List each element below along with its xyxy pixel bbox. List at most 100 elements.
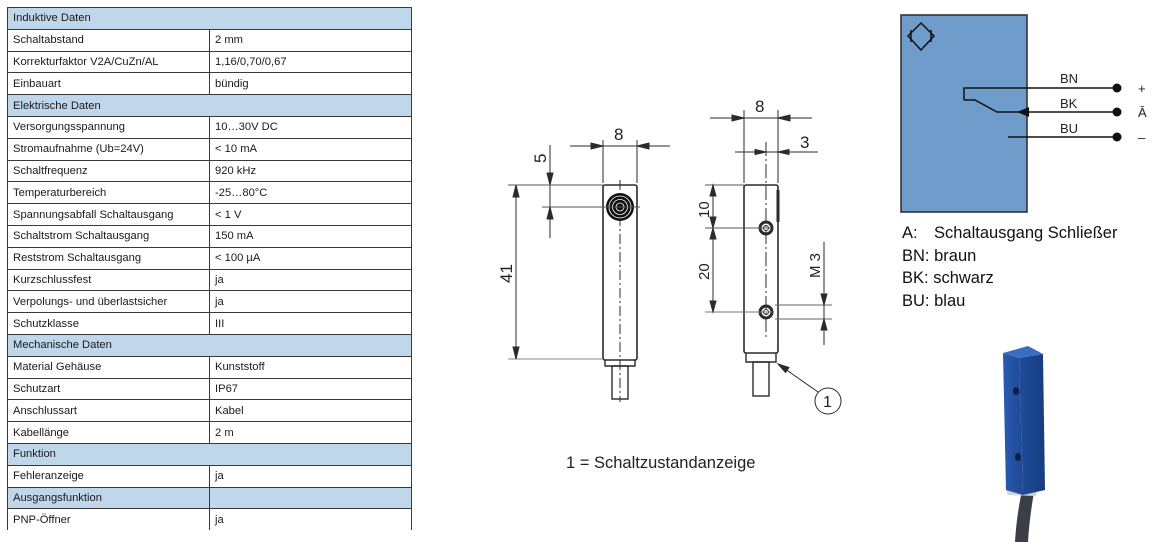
- section-header-row: Elektrische Daten: [7, 94, 412, 117]
- spec-value: 10…30V DC: [209, 115, 412, 139]
- spec-label: Temperaturbereich: [7, 181, 210, 205]
- spec-label: Fehleranzeige: [7, 464, 210, 488]
- sensor-side-face: [1019, 354, 1045, 495]
- drawing-legend: 1 = Schaltzustandanzeige: [566, 454, 756, 472]
- spec-label: Stromaufnahme (Ub=24V): [7, 137, 210, 161]
- legend-item: BU: blau: [902, 290, 1117, 313]
- terminal-icon: [1112, 83, 1122, 142]
- spec-label: Schaltfrequenz: [7, 159, 210, 183]
- spec-value: < 10 mA: [209, 137, 412, 161]
- mounting-hole-icon: [1013, 387, 1019, 395]
- spec-value: < 1 V: [209, 203, 412, 226]
- legend-key: BN:: [902, 246, 930, 265]
- section-header-row: Ausgangsfunktion: [7, 486, 412, 510]
- side-view-body: [743, 184, 779, 354]
- table-row: Spannungsabfall Schaltausgang< 1 V: [7, 203, 412, 226]
- spec-label: Spannungsabfall Schaltausgang: [7, 203, 210, 226]
- legend-text: braun: [934, 246, 977, 265]
- section-header-row: Funktion: [7, 442, 412, 466]
- spec-label: Schutzart: [7, 377, 210, 401]
- sensor-body: [900, 14, 1028, 213]
- spec-value: -25…80°C: [209, 181, 412, 205]
- section-title: Ausgangsfunktion: [7, 486, 210, 510]
- spec-value: < 100 µA: [209, 246, 412, 270]
- section-header-row: Induktive Daten: [7, 7, 412, 30]
- front-length-dim-label: 41: [497, 264, 516, 283]
- sensor-top-face: [1003, 346, 1043, 358]
- legend-text: blau: [934, 291, 966, 310]
- sensor-cable: [1015, 490, 1034, 542]
- spec-value: ja: [209, 268, 412, 292]
- spec-label: Kabellänge: [7, 421, 210, 444]
- spec-label: Versorgungsspannung: [7, 115, 210, 139]
- section-title: Funktion: [7, 442, 412, 466]
- side-first-hole-dim-label: 10: [696, 201, 713, 218]
- spec-label: Schaltstrom Schaltausgang: [7, 224, 210, 248]
- spec-value: 150 mA: [209, 224, 412, 248]
- terminal-label-output: Ā: [1138, 105, 1147, 120]
- legend-text: Schaltausgang Schließer: [934, 224, 1118, 242]
- callout-label: 1: [823, 394, 832, 411]
- spec-label: Schaltabstand: [7, 28, 210, 52]
- legend-item: A:Schaltausgang Schließer: [902, 222, 1117, 245]
- side-thread-dim-label: M 3: [807, 253, 824, 278]
- legend-key: BU:: [902, 291, 930, 310]
- spec-value: III: [209, 312, 412, 335]
- spec-label: PNP-Öffner: [7, 508, 210, 531]
- front-offset-dim-label: 5: [531, 154, 550, 163]
- spec-value: 2 m: [209, 421, 412, 444]
- wire-code-bk: BK: [1060, 96, 1078, 111]
- side-view-collar: [745, 353, 777, 363]
- spec-label: Schutzklasse: [7, 312, 210, 335]
- spec-label: Einbauart: [7, 72, 210, 96]
- terminal-label-minus: –: [1138, 130, 1146, 145]
- front-view: [508, 140, 670, 402]
- spec-label: Verpolungs- und überlastsicher: [7, 290, 210, 314]
- product-photo: [1003, 346, 1045, 542]
- spec-value: bündig: [209, 72, 412, 96]
- section-header-row: Mechanische Daten: [7, 333, 412, 357]
- spec-label: Korrekturfaktor V2A/CuZn/AL: [7, 50, 210, 74]
- spec-value: IP67: [209, 377, 412, 401]
- side-view: [705, 110, 842, 415]
- wiring-diagram: BN BK BU + Ā –: [900, 14, 1147, 213]
- spec-label: Kurzschlussfest: [7, 268, 210, 292]
- side-width-dim-label: 8: [755, 97, 764, 116]
- spec-value: ja: [209, 464, 412, 488]
- spec-value: ja: [209, 290, 412, 314]
- dimension-drawing: 8 5 41 8 3 10 20 M 3 1: [497, 97, 842, 415]
- spec-value: 2 mm: [209, 28, 412, 52]
- table-row: Reststrom Schaltausgang< 100 µA: [7, 246, 412, 270]
- spec-value: ja: [209, 508, 412, 531]
- terminal-label-plus: +: [1138, 81, 1146, 96]
- spec-value: [209, 486, 412, 510]
- spec-label: Anschlussart: [7, 399, 210, 423]
- side-view-cable: [752, 361, 770, 397]
- legend-item: BN: braun: [902, 245, 1117, 268]
- section-title: Elektrische Daten: [7, 94, 412, 117]
- wire-color-legend: A:Schaltausgang Schließer BN: braun BK: …: [902, 222, 1117, 312]
- legend-item: BK: schwarz: [902, 267, 1117, 290]
- spec-label: Material Gehäuse: [7, 355, 210, 379]
- section-title: Induktive Daten: [7, 7, 412, 30]
- spec-value: Kunststoff: [209, 355, 412, 379]
- wire-code-bu: BU: [1060, 121, 1078, 136]
- spec-value: 1,16/0,70/0,67: [209, 50, 412, 74]
- legend-text: schwarz: [933, 269, 994, 287]
- spec-value: 920 kHz: [209, 159, 412, 183]
- wire-code-bn: BN: [1060, 71, 1078, 86]
- table-row: Temperaturbereich-25…80°C: [7, 181, 412, 205]
